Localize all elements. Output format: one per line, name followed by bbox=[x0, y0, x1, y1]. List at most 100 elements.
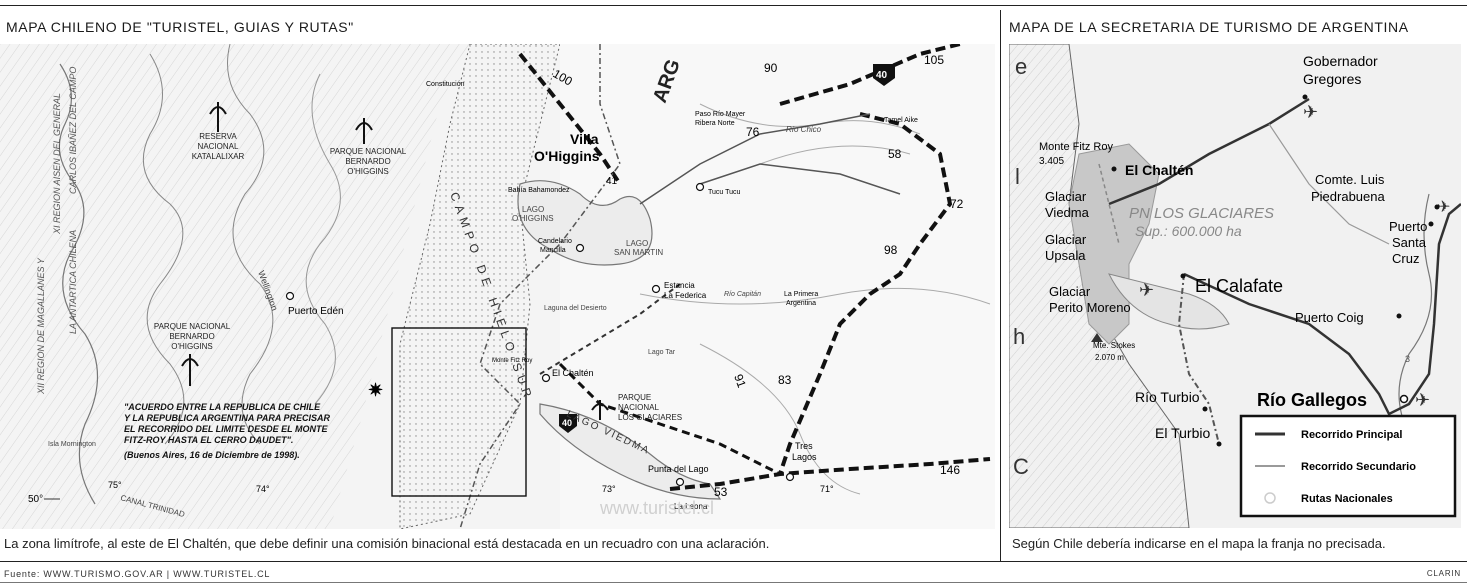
route-number: 41 bbox=[606, 176, 618, 187]
svg-text:EL RECORRIDO DEL LIMITE DESDE: EL RECORRIDO DEL LIMITE DESDE EL MONTE bbox=[124, 424, 329, 434]
coastline-2 bbox=[142, 53, 185, 445]
route-shield-40-south bbox=[559, 414, 577, 433]
lake-viedma bbox=[539, 403, 722, 500]
place-fitzroy-small: Monte Fitz Roy bbox=[492, 358, 532, 364]
lake-argentino bbox=[1108, 273, 1230, 330]
place-puerto-santa-cruz: Puerto bbox=[1389, 219, 1427, 234]
region-label: XI REGION AISEN DEL GENERAL bbox=[52, 93, 62, 235]
route-number: 98 bbox=[884, 243, 898, 257]
place-gobernador: Gobernador bbox=[1303, 53, 1378, 69]
route-number: 72 bbox=[950, 197, 964, 211]
place-puerto-santa-cruz: Cruz bbox=[1392, 251, 1419, 266]
chilean-map-svg: ✷ XII REGION DE MAGALLANES Y LA ANTARTIC… bbox=[0, 44, 995, 529]
source-credit: Fuente: WWW.TURISMO.GOV.AR | WWW.TURISTE… bbox=[4, 569, 271, 579]
svg-text:BERNARDO: BERNARDO bbox=[169, 332, 214, 341]
place-comte: Comte. Luis bbox=[1315, 172, 1385, 187]
place-punta-del-lago: Punta del Lago bbox=[648, 464, 709, 474]
place-fitzroy: Monte Fitz Roy bbox=[1039, 141, 1113, 153]
place-candelario: Candelario bbox=[538, 238, 572, 245]
right-map-title: MAPA DE LA SECRETARIA DE TURISMO DE ARGE… bbox=[1009, 19, 1409, 35]
legend-label: Rutas Nacionales bbox=[1301, 493, 1393, 505]
park-name: PN LOS GLACIARES bbox=[1129, 205, 1274, 222]
disputed-zone-box bbox=[391, 327, 527, 497]
place-villa: Villa bbox=[570, 131, 599, 147]
town-dot bbox=[1399, 394, 1409, 404]
route-number: 146 bbox=[940, 463, 960, 477]
route-eastern bbox=[778, 112, 953, 475]
town-dot bbox=[1202, 406, 1208, 412]
route-number: 40 bbox=[562, 418, 572, 428]
place-glaciar: Upsala bbox=[1045, 248, 1086, 263]
park-area: Sup.: 600.000 ha bbox=[1135, 223, 1242, 239]
place-la-primera: La Primera bbox=[784, 291, 818, 298]
place-stokes: Mte. Stokes bbox=[1093, 341, 1135, 350]
route-south bbox=[669, 457, 991, 491]
airplane-icon: ✈ bbox=[1415, 390, 1430, 410]
town-dot bbox=[1428, 221, 1434, 227]
svg-text:NACIONAL: NACIONAL bbox=[198, 142, 239, 151]
svg-text:LOS GLACIARES: LOS GLACIARES bbox=[618, 413, 682, 422]
route-number: 53 bbox=[714, 485, 728, 499]
left-map-title: MAPA CHILENO DE "TURISTEL, GUIAS Y RUTAS… bbox=[6, 19, 354, 35]
place-ohiggins: O'Higgins bbox=[534, 148, 600, 164]
route-number: 3 bbox=[1405, 354, 1410, 364]
svg-text:RESERVA: RESERVA bbox=[199, 132, 237, 141]
place-rio-gallegos: Río Gallegos bbox=[1257, 390, 1367, 410]
lake-label: SAN MARTIN bbox=[614, 248, 663, 257]
place-el-chalten: El Chaltén bbox=[552, 368, 594, 378]
route-secondary-1 bbox=[639, 113, 871, 205]
lake-label: O'HIGGINS bbox=[512, 214, 554, 223]
coastline-4 bbox=[305, 73, 341, 405]
region-label: LA ANTARTICA CHILENA bbox=[68, 230, 78, 334]
place-isla-mornington: Isla Mornington bbox=[48, 441, 96, 448]
place-rio-capitan: Río Capitán bbox=[724, 291, 761, 298]
river-2 bbox=[639, 287, 991, 305]
border-line bbox=[459, 44, 621, 529]
place-la-federica: La Federica bbox=[664, 291, 707, 300]
place-glaciar: Glaciar bbox=[1049, 284, 1091, 299]
airplane-icon: ✈ bbox=[1437, 199, 1450, 216]
fjord-land bbox=[0, 44, 470, 529]
legend-label: Recorrido Secundario bbox=[1301, 461, 1416, 473]
chilean-map: ✷ XII REGION DE MAGALLANES Y LA ANTARTIC… bbox=[0, 44, 995, 529]
place-el-calafate: El Calafate bbox=[1195, 276, 1283, 296]
lat-tick: 50° bbox=[28, 494, 43, 505]
route-number: 76 bbox=[746, 125, 760, 139]
river-3 bbox=[699, 343, 861, 495]
place-glaciar: Glaciar bbox=[1045, 232, 1087, 247]
bottom-rule bbox=[0, 561, 1467, 562]
town-dot bbox=[651, 284, 661, 294]
place-argentina: Argentina bbox=[786, 300, 816, 307]
svg-text:"ACUERDO ENTRE LA REPUBLICA DE: "ACUERDO ENTRE LA REPUBLICA DE CHILE bbox=[124, 402, 321, 412]
park-label: RESERVA NACIONAL KATALALIXAR bbox=[192, 132, 245, 161]
star-marker-icon: ✷ bbox=[368, 380, 383, 400]
park-tree-icon bbox=[209, 102, 227, 132]
legend-swatch bbox=[1264, 492, 1276, 504]
place-el-turbio: El Turbio bbox=[1155, 425, 1210, 441]
lon-tick: 75° bbox=[108, 480, 122, 490]
place-estancia: Estancia bbox=[664, 281, 695, 290]
route-shield-40 bbox=[873, 64, 895, 86]
lake-ohiggins bbox=[517, 180, 653, 266]
river-4 bbox=[759, 145, 911, 165]
lon-tick: 73° bbox=[602, 484, 616, 494]
place-laguna-desierto: Laguna del Desierto bbox=[544, 305, 607, 312]
town-dot bbox=[1180, 273, 1186, 279]
lake-label: LAGO bbox=[522, 205, 544, 214]
panel-divider bbox=[1000, 10, 1001, 562]
legend-label: Recorrido Principal bbox=[1301, 429, 1402, 441]
place-comte: Piedrabuena bbox=[1311, 189, 1385, 204]
route-number: 105 bbox=[924, 53, 944, 67]
park-tree-icon bbox=[181, 354, 199, 386]
route-40-north bbox=[518, 52, 622, 186]
park-tree-icon bbox=[355, 118, 373, 144]
svg-text:Y LA REPUBLICA ARGENTINA PARA: Y LA REPUBLICA ARGENTINA PARA PRECISAR bbox=[124, 413, 331, 423]
town-dot bbox=[1216, 441, 1222, 447]
region-label: XII REGION DE MAGALLANES Y bbox=[36, 257, 46, 395]
place-lagos: Lagos bbox=[792, 452, 817, 462]
place-stokes-alt: 2.070 m bbox=[1095, 353, 1124, 362]
airplane-icon: ✈ bbox=[1303, 102, 1318, 122]
place-glaciar: Viedma bbox=[1045, 205, 1090, 220]
place-bahia: Bahía Bahamondez bbox=[508, 187, 570, 194]
place-rio-chico: Río Chico bbox=[786, 125, 822, 134]
